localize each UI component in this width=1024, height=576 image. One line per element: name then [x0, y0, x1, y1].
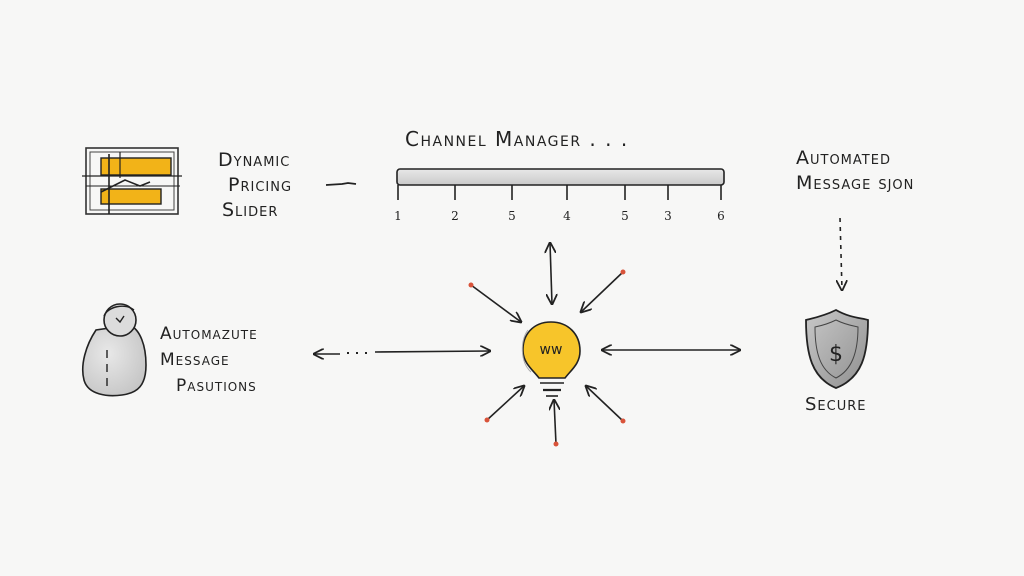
slider-ticks: 1 2 5 4 5 3 6 [394, 185, 725, 223]
slider-tick-label: 5 [621, 209, 629, 223]
slider-tick-label: 5 [508, 209, 516, 223]
slider-tick-label: 2 [451, 209, 459, 223]
shield-dollar-icon: $ [805, 308, 869, 389]
radiating-arrows [468, 269, 626, 447]
slider-tick-label: 6 [717, 209, 725, 223]
channel-slider-bar [396, 168, 725, 186]
automated-message-left-line-2: Message [160, 350, 230, 370]
arrow-slider-bulb [550, 243, 552, 304]
slider-tick-label: 4 [563, 209, 571, 223]
automated-message-right-line-2: Message sjon [796, 172, 915, 194]
automated-message-left-line-1: Automazute [160, 324, 258, 344]
dollar-sign: $ [829, 342, 843, 367]
scribble-dash [325, 182, 357, 186]
automated-message-right-label: Automated Message sjon [796, 146, 914, 196]
dynamic-pricing-line-2: Pricing [228, 174, 293, 196]
channel-manager-label: Channel Manager . . . [405, 127, 629, 151]
dynamic-pricing-line-3: Slider [222, 199, 279, 221]
secure-label: Secure [805, 394, 867, 415]
dynamic-pricing-label: Dynamic Pricing Slider [218, 148, 292, 223]
automated-message-left-label: Automazute Message Pasutions [160, 321, 258, 399]
dynamic-pricing-line-1: Dynamic [218, 149, 291, 171]
automated-message-right-line-1: Automated [796, 147, 891, 169]
arrow-message-shield [840, 217, 842, 290]
bulb-filament: ww [540, 342, 563, 358]
automated-message-left-line-3: Pasutions [176, 376, 257, 396]
slider-tick-label: 1 [394, 209, 402, 223]
person-icon [81, 303, 147, 397]
pricing-slider-icon [82, 147, 182, 215]
lightbulb-icon: ww [521, 321, 581, 397]
arrow-left-bulb [314, 351, 490, 354]
slider-tick-label: 3 [664, 209, 672, 223]
